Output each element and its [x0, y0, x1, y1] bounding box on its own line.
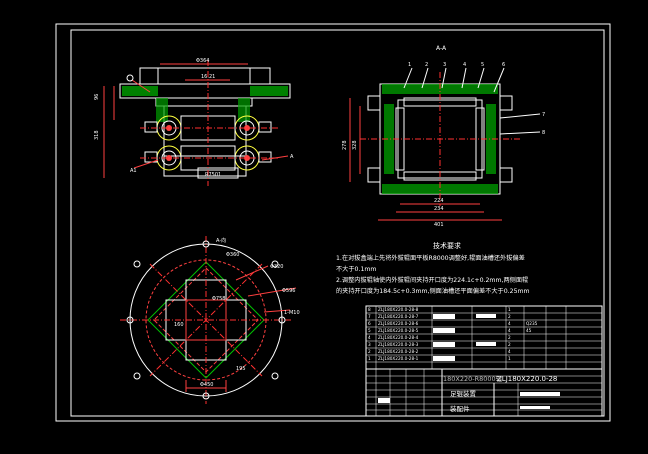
dim-height-b: 318 — [94, 130, 100, 140]
dim-side-2: 328 — [352, 140, 358, 150]
dim-top-width: Φ364 — [196, 58, 209, 64]
bom-cell: ZLJ180X220.0-28-4 — [378, 335, 419, 340]
balloon-4: 4 — [463, 62, 466, 68]
dim-side-1: 278 — [342, 140, 348, 150]
inner-border — [70, 29, 605, 417]
dim-circle-inner: Φ758 — [212, 296, 225, 302]
bom-cell: 2 — [508, 335, 511, 340]
section-label: A-A — [436, 45, 447, 52]
balloon-8: 8 — [542, 130, 545, 136]
bom-cell: ZLJ180X220.0-28-7 — [378, 314, 419, 319]
balloon-6: 6 — [502, 62, 505, 68]
bom-cell: 45 — [526, 328, 532, 333]
dim-circle-left2: 160 — [174, 322, 184, 328]
dim-circle-left: Φ320 — [270, 264, 283, 270]
bom-cell: Q235 — [526, 321, 538, 326]
bom-cell: 2 — [508, 342, 511, 347]
balloon-2: 2 — [425, 62, 428, 68]
notes-line-2: 不大于0.1mm — [336, 265, 376, 273]
bom-cell: 4 — [508, 321, 511, 326]
dim-circle-phi: Φ596 — [282, 288, 295, 294]
outer-border — [55, 23, 611, 422]
dim-circle-bottom: Φ450 — [200, 382, 213, 388]
part-code: ZLJ180X220.0-28 — [497, 375, 557, 383]
title-block — [365, 305, 603, 417]
dim-circle-right: Φ360 — [226, 252, 239, 258]
section-view — [349, 67, 541, 221]
bom-cell: 8 — [368, 307, 371, 312]
notes-title: 技术要求 — [433, 241, 461, 250]
bom-cell: ZLJ180X220.0-28-2 — [378, 349, 419, 354]
notes-line-3: 2.调整内拔辊轴使内外拔辊间夹持开口度为224.1c+0.2mm,两侧面辊 — [336, 276, 528, 284]
bom-cell: 4 — [508, 328, 511, 333]
marker-a1: A1 — [130, 168, 137, 174]
bom-cell: ZLJ180X220.0-28-6 — [378, 321, 419, 326]
dim-height-a: 96 — [94, 94, 100, 100]
part-name-1: 足辊装置 — [450, 389, 477, 398]
bom-cell: 7 — [368, 314, 371, 319]
dim-circle-rb: 1-M10 — [284, 310, 300, 316]
bom-cell: 1 — [508, 307, 511, 312]
dim-small: 16.21 — [201, 74, 215, 80]
bom-cell: 2 — [368, 349, 371, 354]
notes-line-1: 1.在对拔盒端上先将外拔辊面平板R8000调整好,辊面油槽还外拔偏差 — [336, 254, 525, 262]
bom-cell: 6 — [368, 321, 371, 326]
dim-circle-rb2: 195 — [236, 366, 246, 372]
bom-cell: 1 — [508, 356, 511, 361]
balloon-5: 5 — [481, 62, 484, 68]
top-view-label: A-向 — [216, 237, 226, 244]
balloon-1: 1 — [408, 62, 411, 68]
dim-bot-1: 224 — [434, 198, 444, 204]
marker-a: A — [290, 154, 294, 160]
bom-cell: 3 — [368, 342, 371, 347]
bom-cell: ZLJ180X220.0-28-1 — [378, 356, 419, 361]
top-view — [120, 236, 297, 404]
dim-bot-3: 401 — [434, 222, 444, 228]
part-name-2: 装配件 — [450, 404, 470, 413]
bom-cell: 2 — [508, 314, 511, 319]
bom-cell: ZLJ180X220.0-28-5 — [378, 328, 419, 333]
balloon-3: 3 — [443, 62, 446, 68]
bom-cell: ZLJ180X220.0-28-8 — [378, 307, 419, 312]
bom-cell: 1 — [368, 356, 371, 361]
bom-cell: ZLJ180X220.0-28-3 — [378, 342, 419, 347]
notes-line-4: 的夹持开口度为184.5c+0.3mm,侧面油槽还平面偏差不大于0.25mm — [336, 287, 530, 295]
front-view — [103, 60, 291, 186]
dim-bot-2: 234 — [434, 206, 444, 212]
bom-cell: 4 — [368, 335, 371, 340]
spec-label: 180X220-R8000辊 — [443, 374, 503, 383]
balloon-7: 7 — [542, 112, 545, 118]
bom-cell: 5 — [368, 328, 371, 333]
dim-bottom-box: R7501 — [205, 172, 221, 178]
bom-cell: 4 — [508, 349, 511, 354]
